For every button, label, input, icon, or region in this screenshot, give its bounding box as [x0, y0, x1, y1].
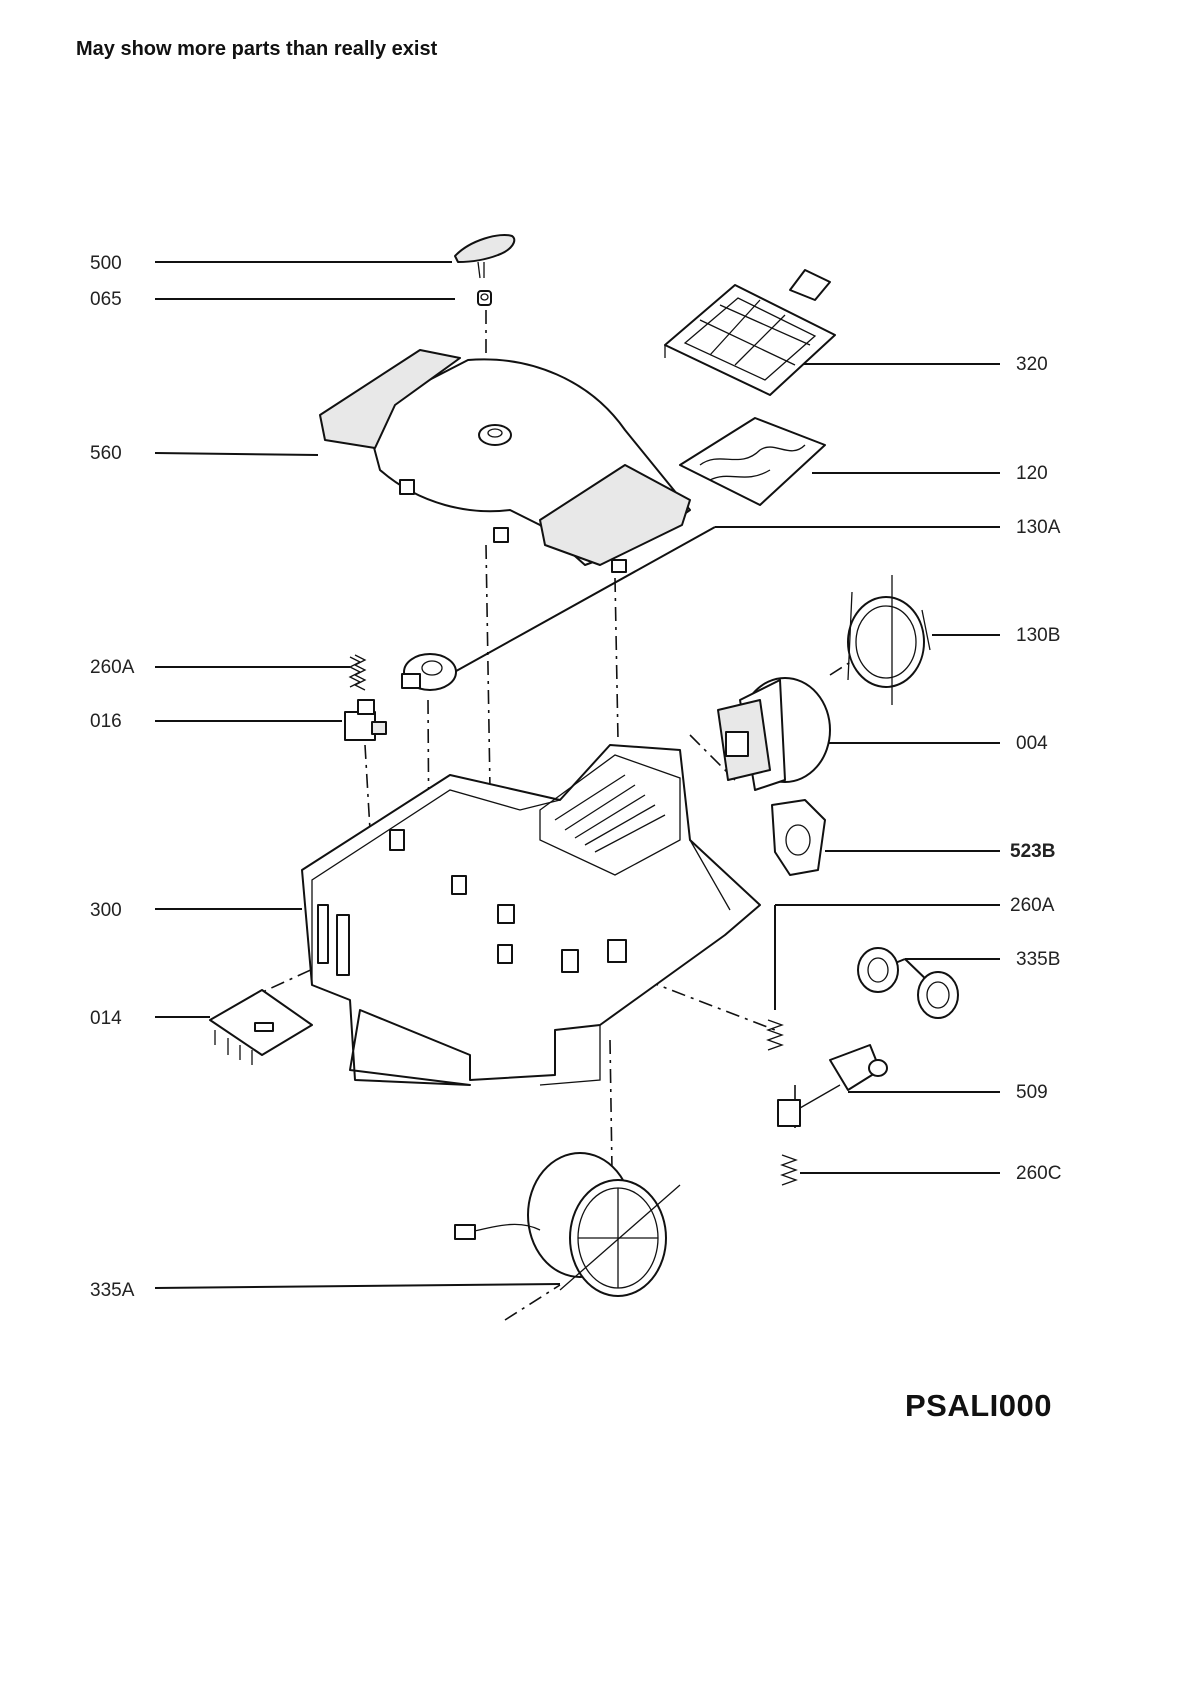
label-014: 014 — [90, 1008, 122, 1029]
nut-part-065 — [477, 290, 492, 306]
grommet-part-130a — [401, 653, 457, 691]
filter-frame-part-320 — [664, 269, 836, 396]
leader-lines-right — [439, 363, 1000, 1174]
label-130a: 130A — [1016, 517, 1061, 538]
motor-ring-part-130b — [847, 575, 931, 705]
bracket-part-523b — [771, 799, 826, 876]
label-320: 320 — [1016, 354, 1048, 375]
disclaimer-note: May show more parts than really exist — [76, 38, 438, 60]
label-260c: 260C — [1016, 1163, 1061, 1184]
main-housing-part-300 — [301, 744, 761, 1086]
circuit-board-part-014 — [209, 989, 313, 1065]
label-260a-right: 260A — [1010, 895, 1055, 916]
label-500: 500 — [90, 253, 122, 274]
label-300: 300 — [90, 900, 122, 921]
diagram-code: PSALI000 — [905, 1388, 1053, 1423]
wheels-part-335b — [857, 947, 959, 1019]
label-016: 016 — [90, 711, 122, 732]
top-cover-part-560 — [319, 349, 691, 573]
label-260a-left: 260A — [90, 657, 135, 678]
knob-part-500 — [454, 234, 516, 279]
label-335b: 335B — [1016, 949, 1060, 970]
cable-reel-part-335a — [454, 1152, 681, 1297]
label-560: 560 — [90, 443, 122, 464]
label-130b: 130B — [1016, 625, 1060, 646]
label-509: 509 — [1016, 1082, 1048, 1103]
leader-lines-left — [154, 261, 561, 1289]
motor-part-004 — [717, 677, 831, 791]
filter-mat-part-120 — [679, 417, 826, 506]
lever-part-509 — [777, 1044, 888, 1127]
label-004: 004 — [1016, 733, 1048, 754]
label-523b: 523B — [1010, 841, 1055, 862]
switch-part-016 — [344, 699, 387, 741]
spring-part-260a-left — [348, 654, 367, 691]
spring-part-260c — [780, 1154, 798, 1186]
label-065: 065 — [90, 289, 122, 310]
label-120: 120 — [1016, 463, 1048, 484]
label-335a: 335A — [90, 1280, 135, 1301]
spring-part-260a-right — [766, 1019, 784, 1051]
